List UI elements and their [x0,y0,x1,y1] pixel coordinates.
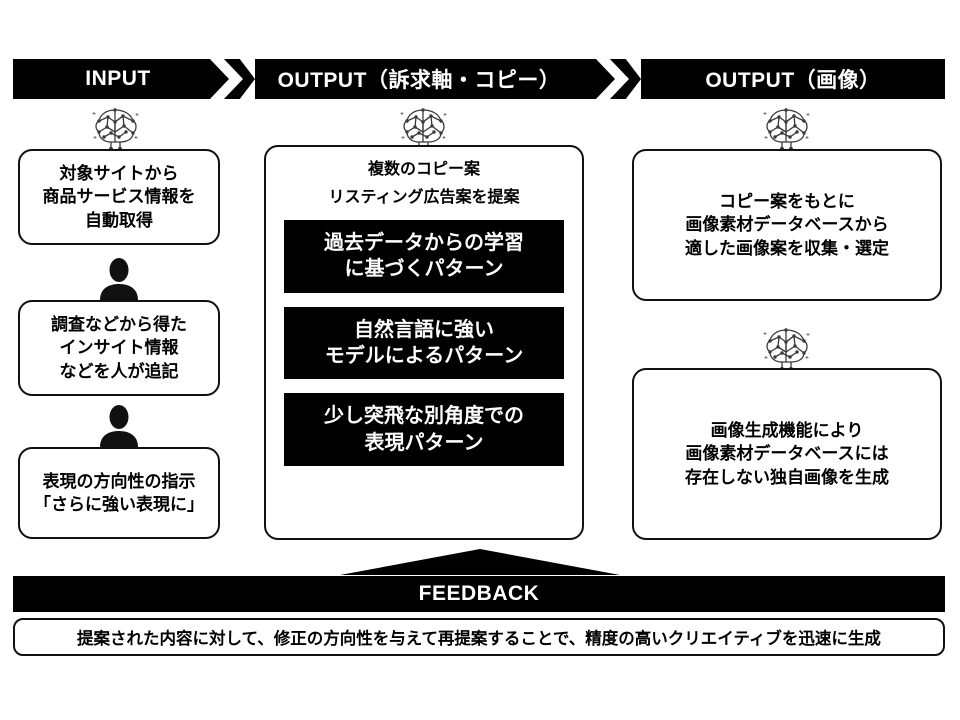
output-copy-container: 複数のコピー案 リスティング広告案を提案 過去データからの学習 に基づくパターン… [264,145,584,540]
output-copy-card-line: 自然言語に強い [354,318,494,341]
ai-brain-network-icon [91,106,141,152]
output-copy-caption-line: リスティング広告案を提案 [328,189,520,207]
header-segment-output-image-label: OUTPUT（画像） [705,69,881,92]
feedback-bar-label: FEEDBACK [418,582,540,605]
input-box-line: 対象サイトから [59,163,179,183]
output-copy-card-line: 表現パターン [364,431,484,454]
input-box-line: などを人が追記 [59,361,179,381]
input-box-site-scrape: 対象サイトから 商品サービス情報を 自動取得 [18,149,220,245]
output-image-box-generate: 画像生成機能により 画像素材データベースには 存在しない独自画像を生成 [632,368,942,540]
output-copy-card-line: 少し突飛な別角度での [324,405,524,428]
input-box-line: 自動取得 [85,210,153,230]
output-image-box-select: コピー案をもとに 画像素材データベースから 適した画像案を収集・選定 [632,149,942,301]
header-process-bar: INPUT OUTPUT（訴求軸・コピー） OUTPUT（画像） [13,58,945,100]
chevron-right-icon [209,58,255,100]
input-box-line: 「さらに強い表現に」 [34,495,204,514]
feedback-caption-text: 提案された内容に対して、修正の方向性を与えて再提案することで、精度の高いクリエイ… [77,630,881,648]
output-copy-card-pattern-3: 少し突飛な別角度での 表現パターン [284,393,564,467]
header-segment-output-copy-label: OUTPUT（訴求軸・コピー） [277,69,561,92]
feedback-bar: FEEDBACK [13,576,945,612]
ai-brain-network-icon [762,326,812,372]
output-image-box-line: コピー案をもとに [719,191,855,211]
output-image-box-line: 適した画像案を収集・選定 [685,238,889,258]
header-segment-output-copy: OUTPUT（訴求軸・コピー） [241,59,597,99]
feedback-caption-box: 提案された内容に対して、修正の方向性を与えて再提案することで、精度の高いクリエイ… [13,618,945,656]
output-copy-card-line: 過去データからの学習 [324,231,524,254]
output-copy-card-line: に基づくパターン [344,258,504,281]
arrow-up-icon [340,549,620,575]
input-box-line: 調査などから得た [51,314,187,334]
output-image-box-line: 画像素材データベースから [685,215,889,235]
output-image-box-line: 画像生成機能により [710,420,864,440]
input-box-insight: 調査などから得た インサイト情報 などを人が追記 [18,300,220,396]
output-copy-caption-line: 複数のコピー案 [367,161,480,178]
ai-brain-network-icon [762,106,812,152]
header-segment-output-image: OUTPUT（画像） [641,59,945,99]
output-copy-card-pattern-2: 自然言語に強い モデルによるパターン [284,306,564,380]
output-copy-card-line: モデルによるパターン [324,344,524,367]
output-copy-card-pattern-1: 過去データからの学習 に基づくパターン [284,219,564,293]
header-segment-input: INPUT [13,59,223,99]
input-box-line: 表現の方向性の指示 [42,471,196,491]
output-image-box-line: 存在しない独自画像を生成 [685,467,889,487]
output-image-box-line: 画像素材データベースには [685,444,889,464]
input-box-direction: 表現の方向性の指示 「さらに強い表現に」 [18,447,220,539]
chevron-right-icon [595,58,641,100]
header-segment-input-label: INPUT [85,67,151,90]
person-silhouette-icon [99,256,139,300]
person-silhouette-icon [99,403,139,447]
input-box-line: 商品サービス情報を [42,187,196,207]
input-box-line: インサイト情報 [59,338,179,358]
